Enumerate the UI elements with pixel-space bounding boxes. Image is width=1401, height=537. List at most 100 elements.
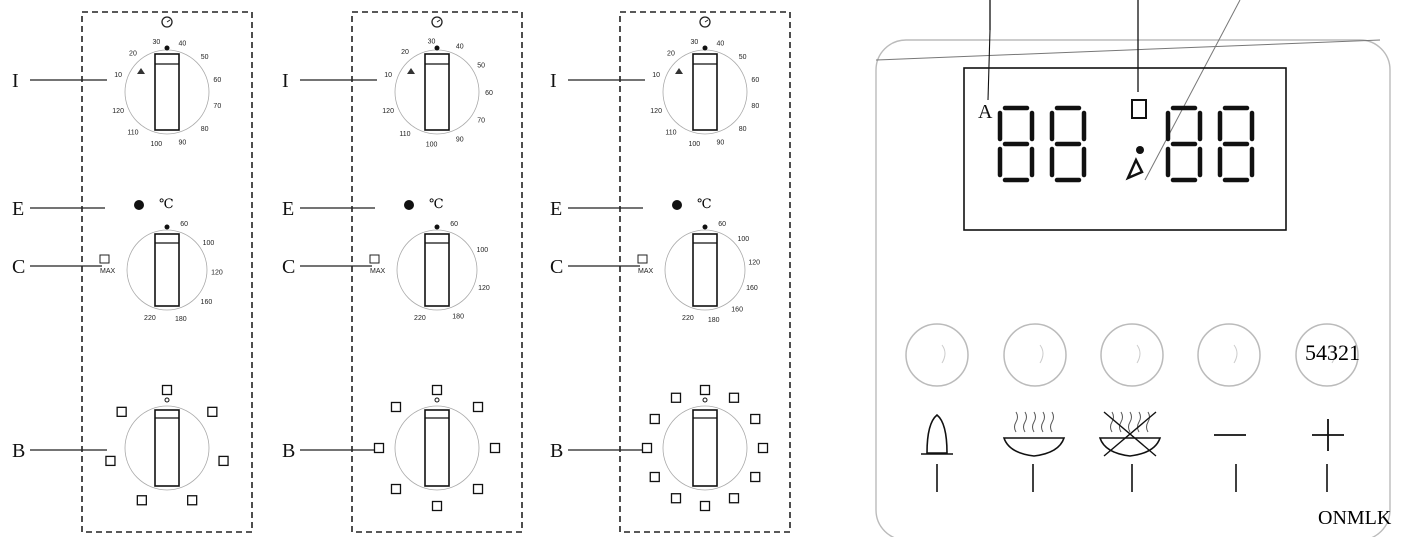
label-e: E (282, 198, 294, 220)
timer-tick-label: 100 (151, 141, 163, 148)
temp-tick-label: 220 (144, 315, 156, 322)
function-symbol-icon (373, 442, 385, 454)
timer-tick-label: 120 (650, 108, 662, 115)
temp-unit-label: ℃ (697, 196, 712, 211)
function-symbol-icon (472, 483, 484, 495)
timer-knob[interactable] (424, 53, 450, 131)
timer-tick-label: 110 (127, 129, 138, 136)
control-button-5[interactable] (1295, 323, 1359, 387)
temp-marker (164, 224, 170, 230)
temp-marker (702, 224, 708, 230)
leader-c (1144, 0, 1241, 181)
timer-tick-label: 10 (384, 72, 392, 79)
label-c: C (550, 256, 563, 278)
display-window (963, 67, 1287, 231)
function-symbol-icon (105, 455, 116, 467)
function-symbol-icon (136, 495, 147, 506)
function-symbol-icon (670, 493, 682, 504)
label-i: I (550, 70, 557, 92)
timer-tick-label: 20 (401, 49, 409, 56)
control-button-4[interactable] (1197, 323, 1261, 387)
temp-tick-label: 160 (746, 285, 758, 292)
timer-marker (164, 45, 170, 51)
timer-tick-label: 110 (665, 129, 676, 136)
flame-icon (675, 68, 683, 74)
temp-unit-label: ℃ (159, 196, 174, 211)
timer-tick-label: 40 (717, 40, 725, 47)
function-knob[interactable] (424, 409, 450, 487)
controller-frame (875, 39, 1391, 537)
control-button-1[interactable] (905, 323, 969, 387)
timer-tick-label: 50 (201, 54, 209, 61)
function-knob[interactable] (154, 409, 180, 487)
display-label-a: A (978, 101, 993, 123)
timer-tick-label: 110 (399, 131, 410, 138)
temp-tick-label: MAX (100, 268, 116, 275)
temp-tick-label: 120 (211, 270, 223, 277)
timer-tick-label: 80 (201, 126, 209, 133)
clock-icon (699, 16, 711, 28)
control-button-3[interactable] (1100, 323, 1164, 387)
display-digit (1165, 105, 1203, 183)
temp-marker (434, 224, 440, 230)
function-symbol-icon (187, 495, 198, 506)
colon-dot (1136, 146, 1144, 154)
function-symbol-icon (641, 442, 653, 454)
temp-knob[interactable] (424, 233, 450, 307)
timer-tick-label: 120 (112, 108, 124, 115)
timer-tick-label: 80 (751, 103, 759, 110)
timer-marker (702, 45, 708, 51)
clock-icon (431, 16, 443, 28)
bell-display-icon (1125, 157, 1144, 181)
clock-icon (161, 16, 173, 28)
temp-tick-label: 180 (175, 316, 187, 323)
flame-icon (137, 68, 145, 74)
timer-knob[interactable] (692, 53, 718, 131)
timer-tick-label: 20 (129, 51, 137, 58)
display-digit (1217, 105, 1255, 183)
timer-tick-label: 30 (428, 38, 436, 45)
temp-knob[interactable] (692, 233, 718, 307)
function-symbol-icon (390, 483, 402, 495)
temp-tick-label: 60 (450, 221, 458, 228)
label-b: B (12, 440, 25, 462)
temp-dial (126, 229, 208, 311)
display-digit (1049, 105, 1087, 183)
indicator-lamp (672, 200, 682, 210)
temp-knob[interactable] (154, 233, 180, 307)
steam-dish-icon (1002, 437, 1066, 457)
function-symbol-icon (431, 500, 443, 512)
control-button-2[interactable] (1003, 323, 1067, 387)
function-symbol-icon (472, 401, 484, 413)
function-knob[interactable] (692, 409, 718, 487)
timer-tick-label: 30 (152, 39, 160, 46)
function-symbol-icon (750, 413, 761, 425)
function-symbol-icon (649, 471, 660, 483)
temp-tick-label: 160 (731, 306, 743, 313)
temp-tick-label: 100 (737, 236, 749, 243)
max-icon (637, 254, 648, 264)
label-c: C (282, 256, 295, 278)
timer-tick-label: 80 (739, 126, 747, 133)
temp-unit-label: ℃ (429, 196, 444, 211)
flame-icon (407, 68, 415, 74)
label-i: I (12, 70, 19, 92)
timer-tick-label: 50 (477, 62, 485, 69)
function-symbol-icon (390, 401, 402, 413)
temp-tick-label: 180 (708, 317, 720, 324)
bell-icon (926, 413, 948, 454)
temp-tick-label: MAX (638, 268, 654, 275)
timer-knob[interactable] (154, 53, 180, 131)
temp-tick-label: 100 (203, 240, 215, 247)
function-symbol-icon (699, 384, 711, 396)
function-dial (662, 405, 748, 491)
timer-tick-label: 10 (652, 72, 660, 79)
timer-tick-label: 90 (717, 140, 725, 147)
temp-tick-label: 220 (682, 315, 694, 322)
function-symbol-icon (750, 471, 761, 483)
temp-tick-label: 120 (478, 285, 490, 292)
label-c: C (12, 256, 25, 278)
temp-tick-label: 220 (414, 315, 426, 322)
